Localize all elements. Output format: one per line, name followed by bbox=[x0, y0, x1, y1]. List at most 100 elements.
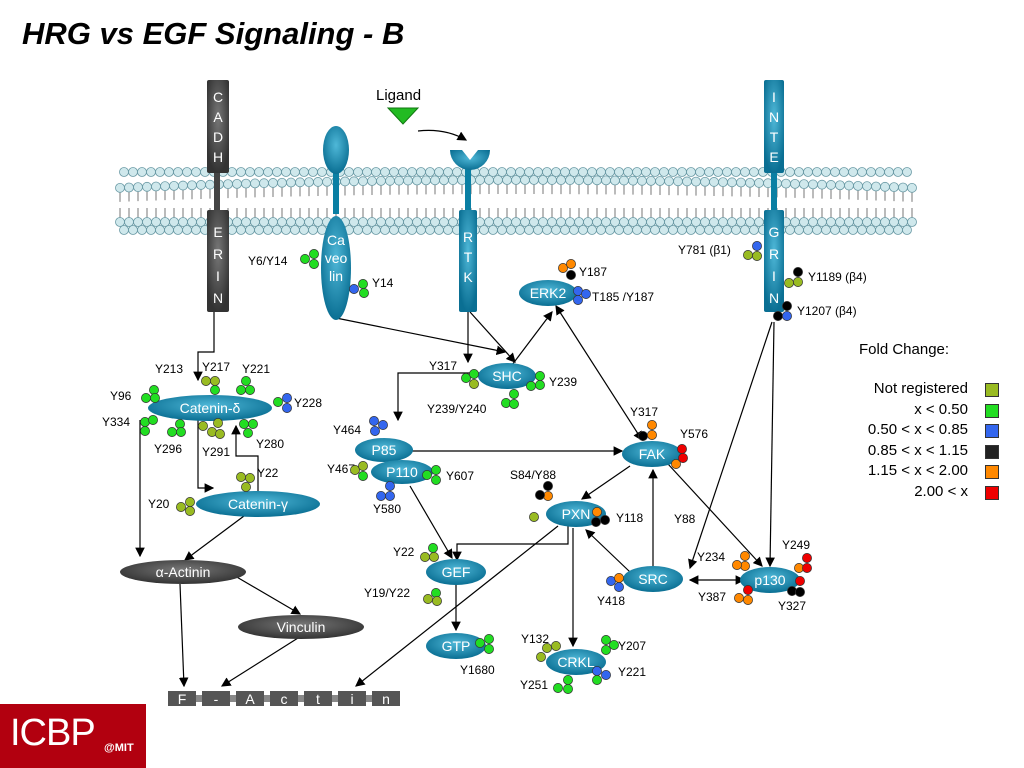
lipid-head bbox=[700, 217, 710, 227]
gef-node[interactable] bbox=[426, 559, 486, 585]
phosphosite-src-y418 bbox=[606, 573, 624, 592]
integrin-letter: G bbox=[769, 224, 780, 240]
catenin-g-node[interactable] bbox=[196, 491, 320, 517]
lipid-head bbox=[596, 225, 606, 235]
catenin-d-node[interactable] bbox=[148, 395, 272, 421]
lipid-head bbox=[542, 225, 552, 235]
lipid-head bbox=[547, 217, 557, 227]
f-actin-link bbox=[230, 695, 236, 702]
phospho-dot bbox=[677, 444, 687, 454]
lipid-head bbox=[866, 225, 876, 235]
lipid-head bbox=[160, 181, 170, 192]
site-y317-shc: Y317 bbox=[429, 359, 457, 373]
lipid-head bbox=[812, 167, 822, 177]
phosphosite-gtp-y1680 bbox=[475, 634, 494, 654]
phosphosite-p110-y607 bbox=[422, 465, 441, 485]
lipid-head bbox=[142, 181, 152, 192]
crkl-node[interactable] bbox=[546, 649, 606, 675]
lipid-head bbox=[731, 225, 741, 235]
rtk-to-shc-arrow-2 bbox=[469, 311, 516, 363]
fak-to-pxn-arrow bbox=[581, 465, 631, 500]
erk2-node[interactable] bbox=[519, 280, 577, 306]
lipid-head bbox=[232, 178, 242, 189]
lipid-head bbox=[790, 217, 800, 227]
lipid-head bbox=[502, 175, 512, 185]
lipid-head bbox=[403, 175, 413, 186]
phospho-dot bbox=[423, 594, 433, 604]
lipid-head bbox=[740, 167, 750, 177]
lipid-head bbox=[358, 217, 368, 227]
lipid-head bbox=[250, 178, 260, 189]
cadherin-letter: E bbox=[213, 224, 222, 240]
lipid-head bbox=[205, 179, 215, 190]
lipid-head bbox=[592, 217, 602, 227]
lipid-head bbox=[844, 217, 854, 227]
legend-row-label: 1.15 < x < 2.00 bbox=[867, 462, 968, 479]
lipid-head bbox=[907, 182, 917, 193]
fak-node[interactable] bbox=[622, 441, 682, 467]
pxn-node[interactable] bbox=[546, 501, 606, 527]
phosphosite-p130-y234 bbox=[732, 551, 750, 571]
gtp-node[interactable] bbox=[426, 633, 486, 659]
legend-swatch bbox=[985, 465, 999, 479]
fak-to-p130-arrow bbox=[667, 463, 763, 567]
actinin-node[interactable] bbox=[120, 560, 246, 584]
phospho-dot bbox=[236, 385, 246, 395]
lipid-head bbox=[160, 217, 170, 227]
lipid-head bbox=[511, 217, 521, 227]
site-y317-fak: Y317 bbox=[630, 405, 658, 419]
lipid-head bbox=[632, 167, 642, 177]
lipid-head bbox=[736, 217, 746, 227]
phospho-dot bbox=[461, 373, 471, 383]
vinculin-node[interactable] bbox=[238, 615, 364, 639]
site-y213: Y213 bbox=[155, 362, 183, 376]
phospho-dot bbox=[734, 593, 744, 603]
legend-row-label: 2.00 < x bbox=[914, 482, 968, 500]
lipid-head bbox=[529, 217, 539, 227]
phosphosite-catenin-g-y22 bbox=[236, 472, 255, 492]
phospho-dot bbox=[309, 259, 319, 269]
vinculin-to-factin-arrow bbox=[220, 637, 299, 687]
lipid-head bbox=[866, 167, 876, 177]
f-actin-segment bbox=[270, 691, 298, 706]
phospho-dot bbox=[185, 497, 195, 507]
phosphosite-crkl-y221 bbox=[592, 666, 611, 685]
p85-node[interactable] bbox=[355, 438, 413, 462]
phospho-dot bbox=[601, 645, 611, 655]
phospho-dot bbox=[198, 421, 208, 431]
actinin-to-vinculin-arrow bbox=[234, 575, 302, 615]
phosphosite-pxn-y118 bbox=[529, 507, 610, 527]
p130-node[interactable] bbox=[740, 567, 800, 593]
lipid-head bbox=[232, 217, 242, 227]
lipid-head bbox=[646, 176, 656, 186]
site-y22-cat: Y22 bbox=[257, 466, 279, 480]
lipid-head bbox=[745, 217, 755, 227]
site-y387: Y387 bbox=[698, 590, 726, 604]
lipid-head bbox=[601, 175, 611, 186]
phospho-dot bbox=[245, 473, 255, 483]
lipid-head bbox=[524, 167, 534, 177]
lipid-head bbox=[308, 225, 318, 235]
lipid-head bbox=[812, 225, 822, 235]
integrin-letter: R bbox=[769, 246, 779, 262]
p110-node[interactable] bbox=[371, 460, 433, 484]
shc-node[interactable] bbox=[478, 363, 536, 389]
lipid-head bbox=[830, 167, 840, 177]
lipid-head bbox=[902, 225, 912, 235]
lipid-head bbox=[893, 225, 903, 235]
lipid-head bbox=[596, 167, 606, 177]
lipid-head bbox=[821, 167, 831, 177]
lipid-head bbox=[371, 225, 381, 235]
lipid-head bbox=[560, 225, 570, 235]
src-node[interactable] bbox=[623, 566, 683, 592]
site-y1189: Y1189 (β4) bbox=[808, 270, 867, 284]
rtk-bottom bbox=[459, 210, 477, 312]
lipid-head bbox=[304, 177, 314, 188]
lipid-head bbox=[196, 180, 206, 190]
lipid-head bbox=[857, 167, 867, 177]
lipid-head bbox=[412, 175, 422, 186]
lipid-head bbox=[641, 167, 651, 177]
phospho-dot bbox=[671, 459, 681, 469]
lipid-head bbox=[448, 175, 458, 186]
gef-label: GEF bbox=[442, 564, 471, 580]
